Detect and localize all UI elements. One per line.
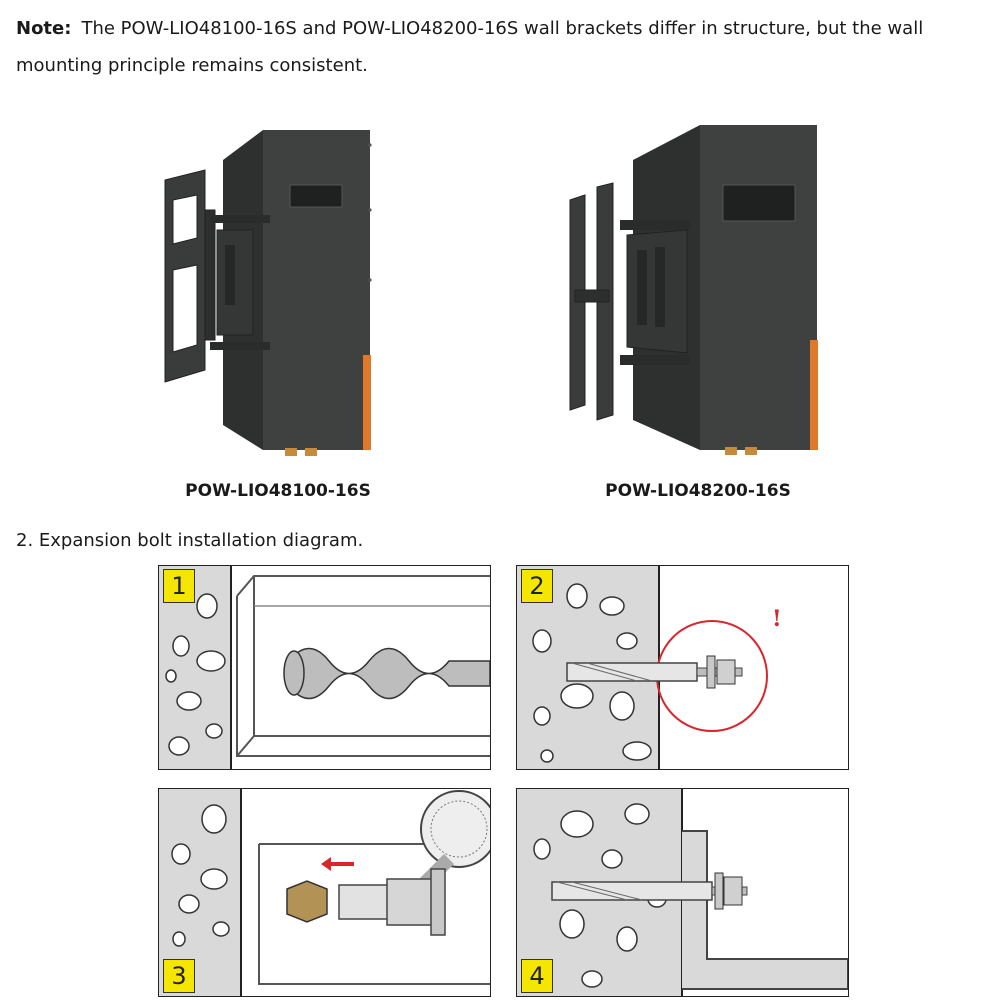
step-3-panel: 3 bbox=[158, 788, 491, 997]
section-heading: 2. Expansion bolt installation diagram. bbox=[16, 530, 364, 551]
step-1-panel: 1 bbox=[158, 565, 491, 770]
mount-plate-icon bbox=[210, 215, 270, 350]
handle-slot bbox=[289, 184, 343, 208]
bolt-inserted-illustration: ! bbox=[517, 566, 782, 769]
battery-48100-illustration bbox=[164, 130, 372, 456]
step-4-panel: 4 bbox=[516, 788, 849, 997]
step-2-panel: 2 ! bbox=[516, 565, 849, 770]
mount-plate-icon bbox=[620, 220, 690, 365]
warning-mark: ! bbox=[772, 606, 782, 632]
note-text: The POW-LIO48100-16S and POW-LIO48200-16… bbox=[16, 18, 924, 76]
note-paragraph: Note:The POW-LIO48100-16S and POW-LIO482… bbox=[16, 10, 992, 84]
wall-bracket-icon bbox=[569, 182, 614, 421]
battery-front-face bbox=[700, 125, 817, 450]
step-2-number: 2 bbox=[521, 569, 553, 603]
battery-front-face bbox=[263, 130, 370, 450]
step-3-number: 3 bbox=[163, 959, 195, 993]
step-4-number: 4 bbox=[521, 959, 553, 993]
handle-slot bbox=[722, 184, 796, 222]
note-label: Note: bbox=[16, 18, 72, 39]
drill-bit-illustration bbox=[159, 566, 490, 769]
product-caption-48100: POW-LIO48100-16S bbox=[185, 481, 371, 501]
battery-48200-illustration bbox=[569, 125, 818, 455]
step-1-number: 1 bbox=[163, 569, 195, 603]
wall-bracket-icon bbox=[164, 169, 216, 383]
bolt-fastened-illustration bbox=[517, 789, 848, 996]
battery-orange-strip bbox=[810, 340, 818, 450]
product-caption-48200: POW-LIO48200-16S bbox=[605, 481, 791, 501]
socket-tighten-illustration bbox=[159, 789, 490, 996]
battery-orange-strip bbox=[363, 355, 371, 450]
